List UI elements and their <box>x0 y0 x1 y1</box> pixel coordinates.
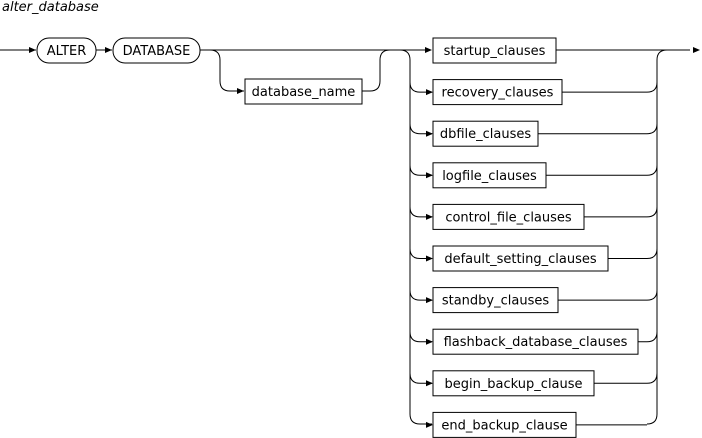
choice-label: end_backup_clause <box>441 418 567 433</box>
choice-label: startup_clauses <box>444 44 546 59</box>
choice-dbfile-clauses: dbfile_clauses <box>409 120 658 147</box>
choice-recovery-clauses: recovery_clauses <box>409 79 658 106</box>
choice-startup-clauses: startup_clauses <box>432 37 557 64</box>
keyword-database: DATABASE <box>112 37 201 64</box>
choice-label: dbfile_clauses <box>440 127 532 142</box>
choice-end-backup-clause: end_backup_clause <box>426 411 647 438</box>
choice-logfile-clauses: logfile_clauses <box>409 162 658 189</box>
diagram-title: alter_database <box>2 0 99 15</box>
choice-default-setting-clauses: default_setting_clauses <box>409 245 658 272</box>
clause-choices: startup_clauses recovery_clauses dbfile_cl… <box>409 37 658 438</box>
rail-lines <box>0 49 690 425</box>
keyword-alter: ALTER <box>36 37 97 64</box>
choice-label: logfile_clauses <box>442 169 537 184</box>
keyword-database-label: DATABASE <box>123 44 191 59</box>
rail-arrows <box>29 47 700 94</box>
optional-database-name-label: database_name <box>252 85 356 100</box>
choice-begin-backup-clause: begin_backup_clause <box>409 370 658 397</box>
choice-label: default_setting_clauses <box>444 252 597 267</box>
optional-database-name: database_name <box>244 78 363 105</box>
keyword-alter-label: ALTER <box>47 44 87 59</box>
choice-label: control_file_clauses <box>445 210 572 225</box>
choice-flashback-database-clauses: flashback_database_clauses <box>409 328 658 355</box>
choice-label: recovery_clauses <box>442 86 554 101</box>
choice-standby-clauses: standby_clauses <box>409 287 658 314</box>
choice-control-file-clauses: control_file_clauses <box>409 203 658 230</box>
choice-label: begin_backup_clause <box>444 377 582 392</box>
choice-label: flashback_database_clauses <box>444 335 628 350</box>
choice-label: standby_clauses <box>442 294 550 309</box>
